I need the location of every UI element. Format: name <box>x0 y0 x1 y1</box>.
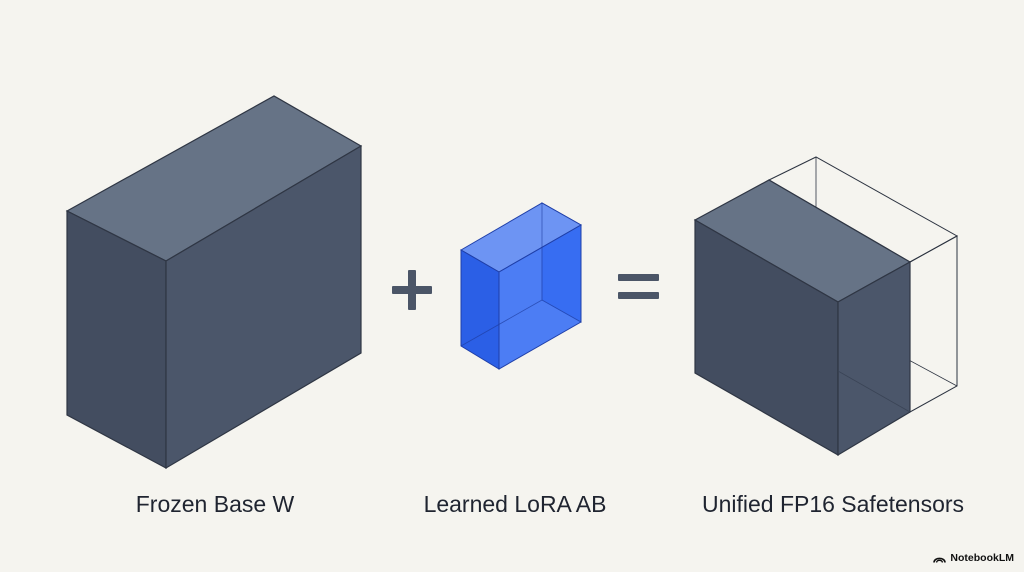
frozen-base-cube <box>65 95 363 470</box>
equals-operator <box>618 274 659 299</box>
frozen-base-label: Frozen Base W <box>135 491 295 517</box>
notebooklm-logo-icon <box>933 557 947 563</box>
unified-label: Unified FP16 Safetensors <box>701 491 965 517</box>
notebooklm-watermark: NotebookLM <box>933 550 1014 566</box>
unified-cube-outline-side <box>909 235 958 413</box>
lora-cube <box>460 202 583 370</box>
plus-operator <box>392 270 432 310</box>
frozen-base-cube-side <box>165 144 362 470</box>
unified-cube <box>693 156 959 457</box>
brand-name: NotebookLM <box>950 552 1014 564</box>
lora-label: Learned LoRA AB <box>423 491 607 517</box>
